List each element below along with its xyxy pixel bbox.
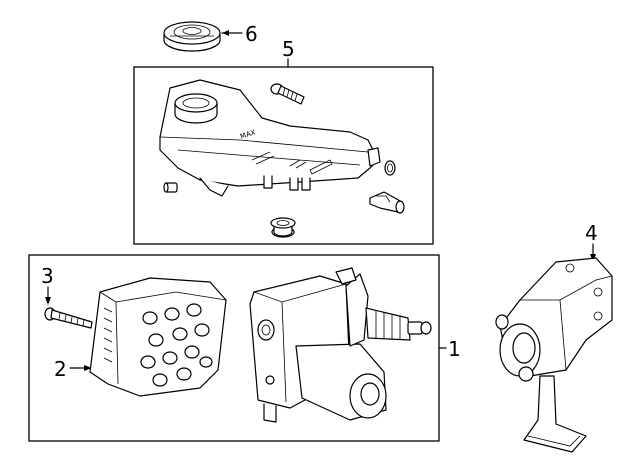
reservoir-bolt <box>270 83 305 105</box>
pedal-assembly <box>495 257 613 453</box>
reservoir-o-ring <box>384 160 396 176</box>
valve-plugs <box>140 303 213 387</box>
callout-1: 1 <box>448 337 461 361</box>
reservoir-grommet <box>270 217 296 238</box>
reservoir-group-box <box>133 66 434 245</box>
callout-3: 3 <box>41 264 54 288</box>
callout-5: 5 <box>282 37 295 61</box>
reservoir-pin <box>163 182 178 193</box>
control-module <box>89 277 227 397</box>
callout-4: 4 <box>585 221 598 245</box>
callout-2: 2 <box>54 357 67 381</box>
callout-3-leader <box>45 286 51 305</box>
reservoir-sensor <box>369 191 405 214</box>
callout-6: 6 <box>245 22 258 46</box>
abs-bolt <box>44 307 93 329</box>
callout-6-leader <box>221 30 243 36</box>
callout-2-leader <box>69 365 92 371</box>
reservoir-part: MAX <box>159 79 381 197</box>
reservoir-cap-part <box>163 21 221 52</box>
abs-hydraulic-unit <box>249 267 432 423</box>
